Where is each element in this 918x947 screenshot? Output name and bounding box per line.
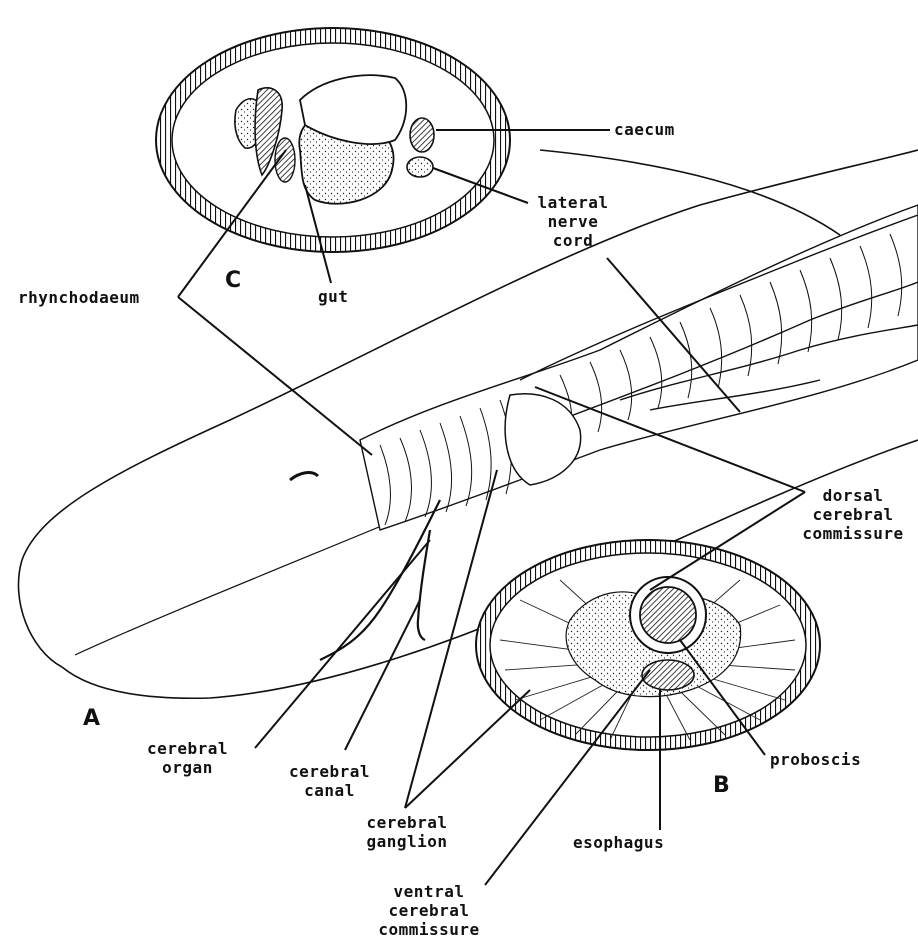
label-cerebral-canal: cerebral canal <box>277 762 382 800</box>
panel-letter-a: A <box>83 706 100 731</box>
panel-letter-c: C <box>225 268 241 293</box>
label-proboscis: proboscis <box>770 750 861 769</box>
label-cerebral-ganglion: cerebral ganglion <box>352 813 462 851</box>
label-cerebral-organ: cerebral organ <box>140 739 235 777</box>
label-rhynchodaeum: rhynchodaeum <box>18 288 140 307</box>
label-lateral-nerve-cord: lateral nerve cord <box>528 193 618 250</box>
label-gut: gut <box>318 287 348 306</box>
label-ventral-cerebral-commissure: ventral cerebral commissure <box>368 882 490 939</box>
panel-letter-b: B <box>713 773 730 798</box>
label-dorsal-cerebral-commissure: dorsal cerebral commissure <box>792 486 914 543</box>
label-caecum: caecum <box>614 120 675 139</box>
label-esophagus: esophagus <box>573 833 664 852</box>
cross-section-c <box>156 28 510 252</box>
cross-section-b <box>476 540 820 750</box>
internal-organs <box>360 205 918 530</box>
